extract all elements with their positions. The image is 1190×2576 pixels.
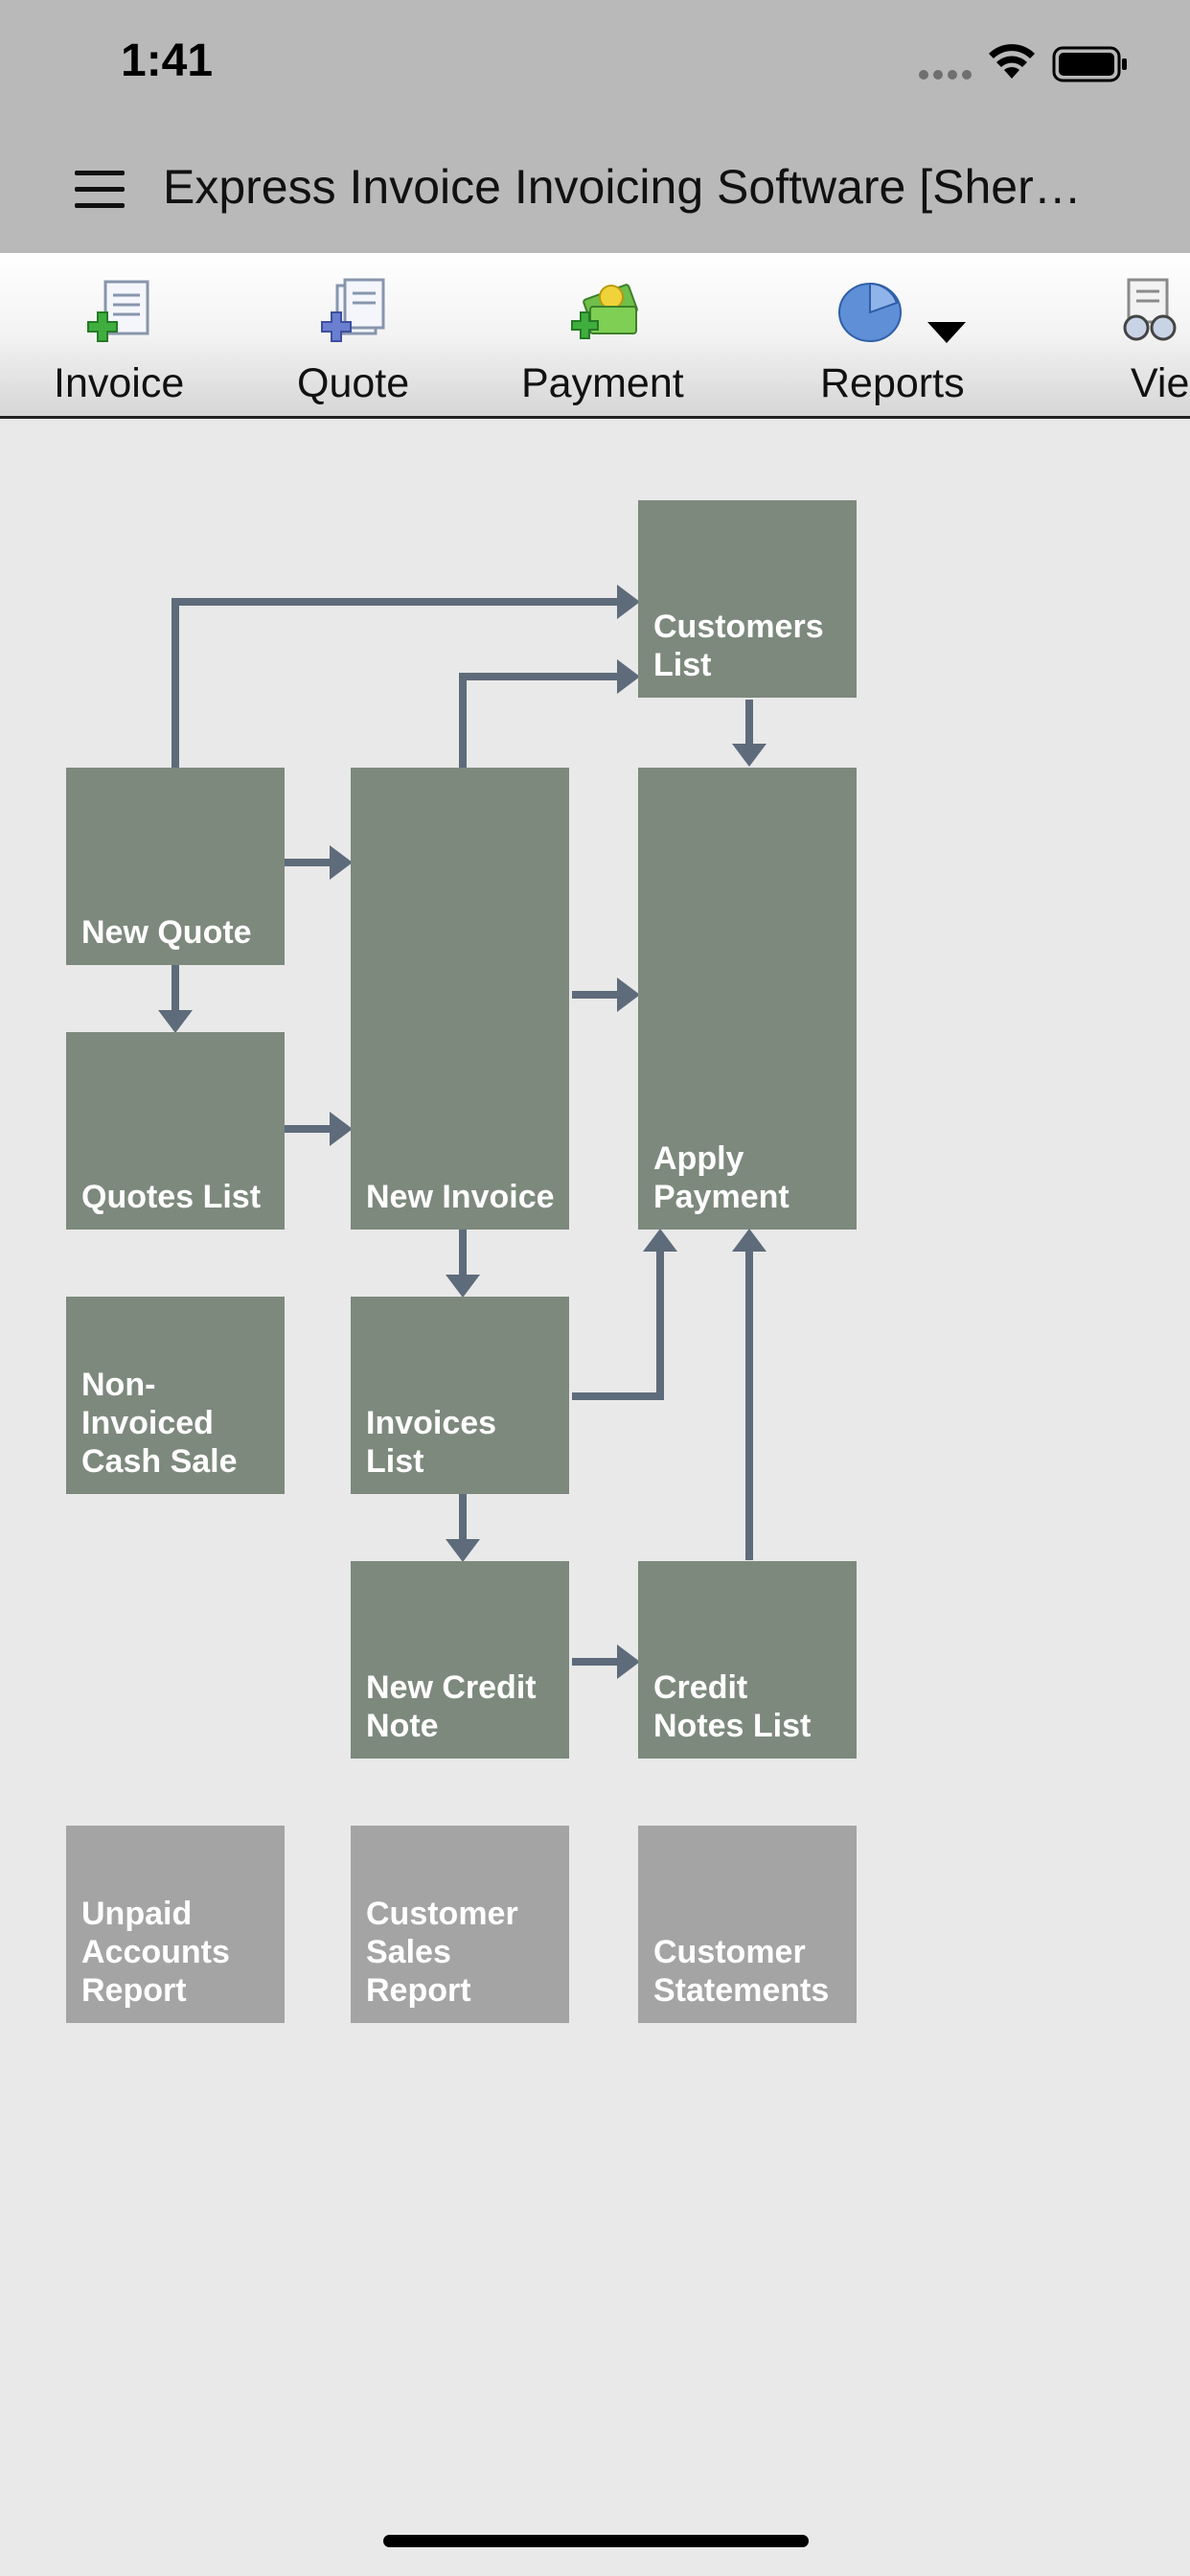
- customer-sales-report-box[interactable]: Customer Sales Report: [351, 1826, 569, 2023]
- new-credit-note-box[interactable]: New Credit Note: [351, 1561, 569, 1759]
- app-header: [0, 134, 1190, 253]
- battery-icon: [1052, 46, 1127, 82]
- unpaid-accounts-report-box[interactable]: Unpaid Accounts Report: [66, 1826, 285, 2023]
- new-quote-box[interactable]: New Quote: [66, 768, 285, 965]
- reports-button[interactable]: Reports: [814, 253, 1016, 416]
- reports-label: Reports: [820, 360, 965, 406]
- view-button[interactable]: Vie: [1111, 253, 1190, 416]
- reports-pie-chart-icon: [838, 282, 902, 342]
- payment-button[interactable]: Payment: [508, 253, 709, 416]
- window-title: Express Invoice Invoicing Software [Sher…: [163, 160, 1082, 214]
- invoice-label: Invoice: [54, 360, 185, 406]
- new-invoice-icon: [87, 280, 149, 342]
- menu-icon[interactable]: [75, 171, 125, 209]
- status-time: 1:41: [121, 35, 214, 86]
- toolbar: Invoice Quote Payment Reports: [0, 253, 1190, 419]
- payment-label: Payment: [521, 360, 684, 406]
- status-bar: 1:41: [0, 0, 1190, 134]
- invoices-list-box[interactable]: Invoices List: [351, 1297, 569, 1494]
- credit-notes-list-box[interactable]: Credit Notes List: [638, 1561, 857, 1759]
- home-indicator[interactable]: [383, 2535, 809, 2547]
- apply-payment-box[interactable]: Apply Payment: [638, 768, 857, 1230]
- wifi-icon: [989, 44, 1035, 79]
- payment-money-icon: [571, 284, 638, 339]
- non-invoiced-cash-sale-box[interactable]: Non-Invoiced Cash Sale: [66, 1297, 285, 1494]
- customer-statements-box[interactable]: Customer Statements: [638, 1826, 857, 2023]
- reports-dropdown-icon[interactable]: [927, 322, 966, 343]
- quotes-list-box[interactable]: Quotes List: [66, 1032, 285, 1230]
- customers-list-box[interactable]: Customers List: [638, 500, 857, 698]
- view-binoculars-icon: [1123, 278, 1177, 341]
- new-invoice-box[interactable]: New Invoice: [351, 768, 569, 1230]
- new-quote-icon: [321, 278, 385, 342]
- quote-button[interactable]: Quote: [278, 253, 431, 416]
- cellular-signal-icon: [919, 70, 972, 80]
- view-label: Vie: [1131, 360, 1190, 406]
- invoice-button[interactable]: Invoice: [38, 253, 207, 416]
- quote-label: Quote: [297, 360, 410, 406]
